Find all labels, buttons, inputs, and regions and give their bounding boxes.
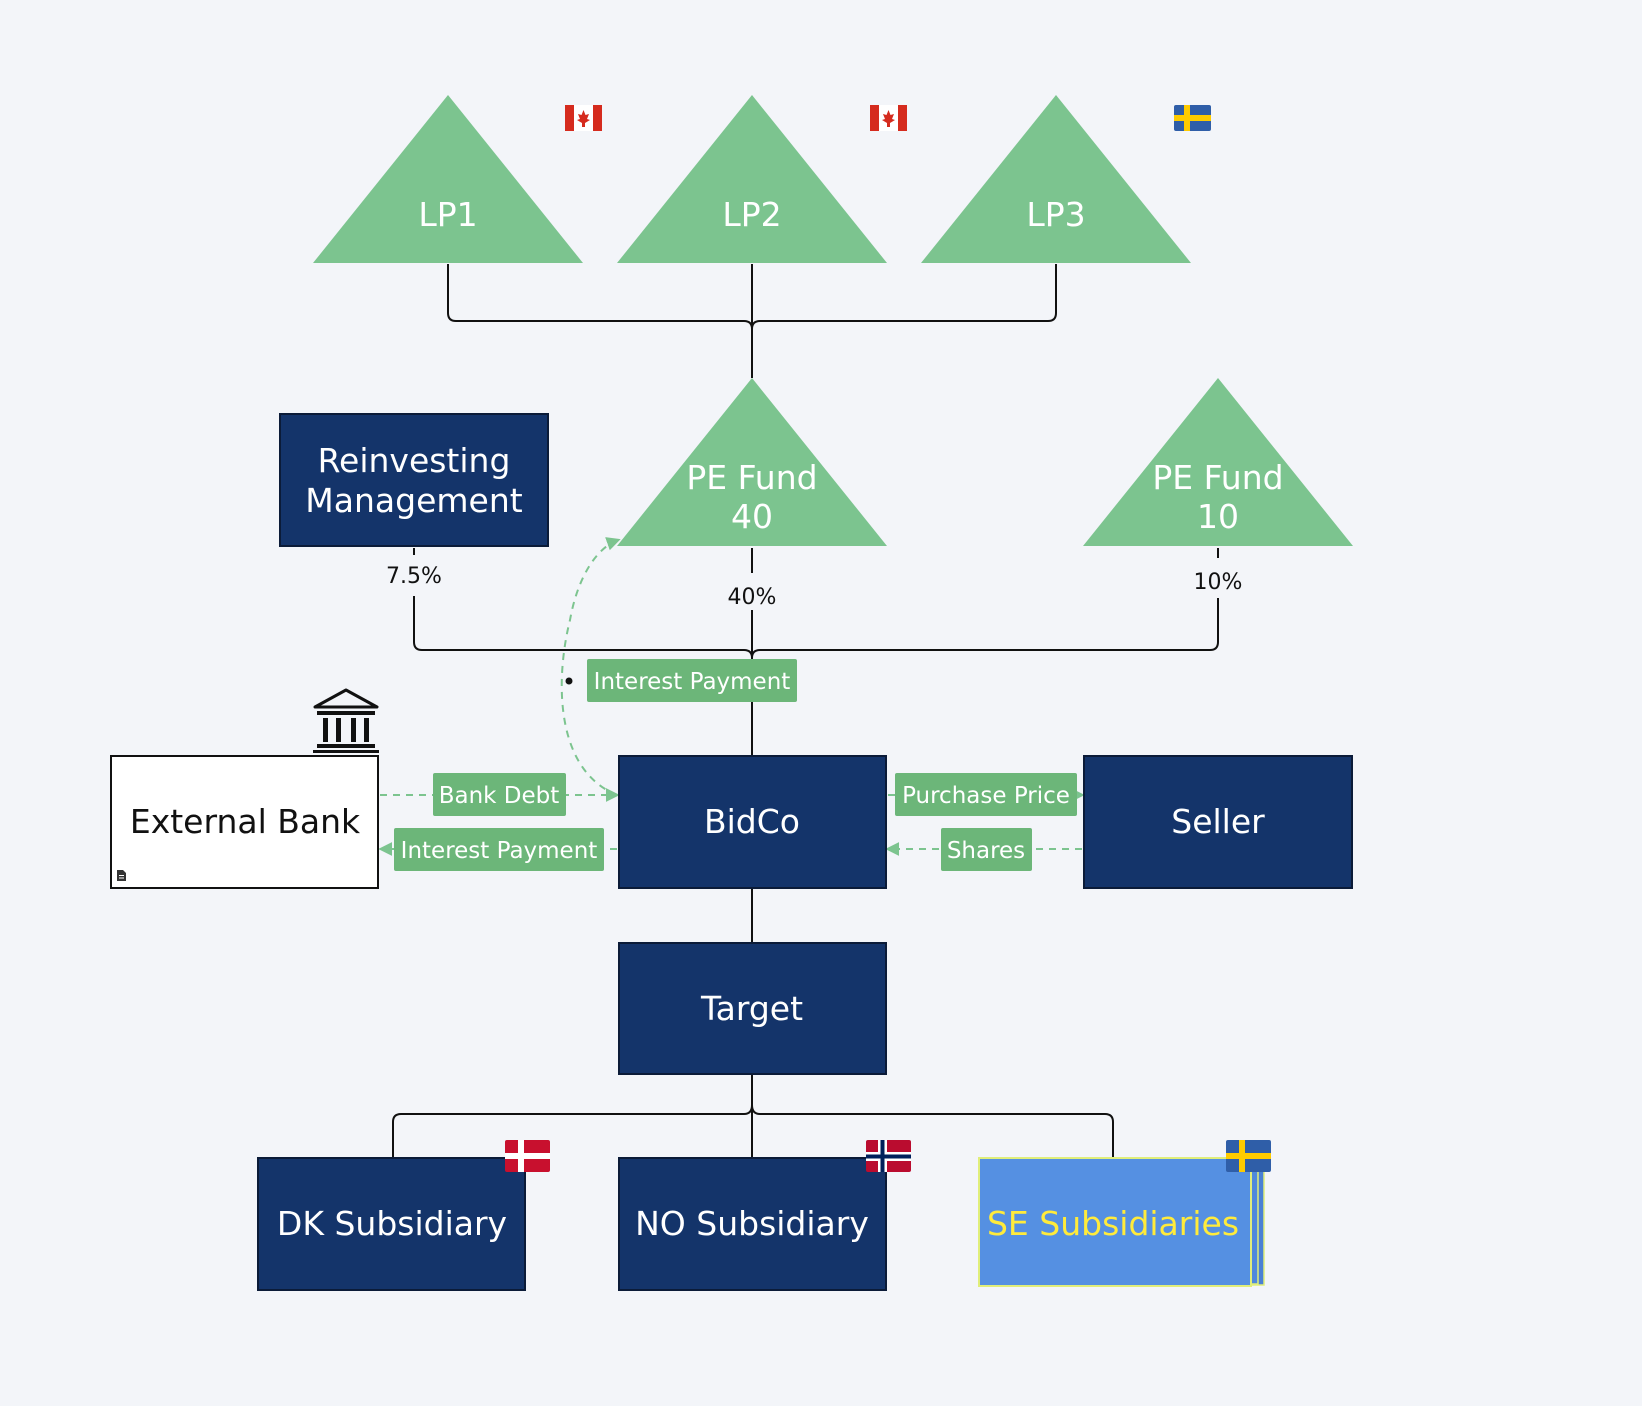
lp1-node[interactable]: LP1	[313, 95, 583, 263]
bank-icon	[313, 688, 379, 753]
pe-fund-10-node[interactable]: PE Fund 10	[1083, 378, 1353, 546]
reinvesting-management-node[interactable]: Reinvesting Management	[279, 413, 549, 547]
bank-debt-tag[interactable]: Bank Debt	[433, 773, 566, 816]
flow-waypoint-dot	[565, 677, 573, 685]
pe-fund-40-label-line2: 40	[731, 497, 773, 536]
external-bank-label: External Bank	[130, 802, 361, 841]
no-subsidiary-label: NO Subsidiary	[635, 1204, 869, 1243]
pe-fund-40-node[interactable]: PE Fund 40	[617, 378, 887, 546]
norway-flag-icon	[866, 1140, 911, 1172]
pe-fund-40-ownership-label: 40%	[728, 585, 777, 610]
dk-subsidiary-label: DK Subsidiary	[277, 1204, 507, 1243]
denmark-flag-icon	[505, 1140, 550, 1172]
interest-payment-tag[interactable]: Interest Payment	[587, 659, 797, 702]
lp2-node[interactable]: LP2	[617, 95, 887, 263]
purchase-price-tag-label: Purchase Price	[902, 783, 1070, 809]
pe-fund-10-label-line2: 10	[1197, 497, 1239, 536]
dk-subsidiary-node[interactable]: DK Subsidiary	[257, 1157, 526, 1291]
shares-tag-label: Shares	[947, 838, 1025, 864]
sweden-flag-icon	[1174, 105, 1211, 131]
pe-fund-10-ownership-label: 10%	[1194, 570, 1243, 595]
purchase-price-tag[interactable]: Purchase Price	[895, 773, 1077, 816]
pe-fund-10-label-line1: PE Fund	[1152, 458, 1283, 497]
no-subsidiary-node[interactable]: NO Subsidiary	[618, 1157, 887, 1291]
canada-flag-icon	[565, 105, 602, 131]
note-icon[interactable]	[117, 870, 126, 881]
shares-tag[interactable]: Shares	[941, 828, 1032, 871]
se-subsidiaries-node[interactable]: SE Subsidiaries	[978, 1157, 1265, 1287]
management-ownership-label: 7.5%	[386, 564, 442, 589]
pe-fund-40-label-line1: PE Fund	[686, 458, 817, 497]
target-node[interactable]: Target	[618, 942, 887, 1075]
interest-payment-to-fund-arrow	[560, 537, 621, 796]
lp1-label: LP1	[418, 195, 477, 234]
lp3-node[interactable]: LP3	[921, 95, 1191, 263]
external-bank-node[interactable]: External Bank	[110, 755, 379, 889]
subsidiary-connectors	[392, 1075, 1114, 1157]
lp-connectors	[447, 264, 1057, 378]
fund-connectors	[413, 548, 1219, 755]
interest-payment-bank-tag[interactable]: Interest Payment	[394, 828, 604, 871]
lp2-label: LP2	[722, 195, 781, 234]
bank-debt-tag-label: Bank Debt	[439, 783, 560, 809]
lp3-label: LP3	[1026, 195, 1085, 234]
sweden-flag-icon	[1226, 1140, 1271, 1172]
canada-flag-icon	[870, 105, 907, 131]
se-subsidiaries-label: SE Subsidiaries	[987, 1204, 1239, 1243]
interest-payment-tag-label: Interest Payment	[594, 669, 791, 695]
seller-node[interactable]: Seller	[1083, 755, 1353, 889]
management-label-line2: Management	[305, 481, 522, 520]
bidco-label: BidCo	[704, 802, 800, 841]
management-label-line1: Reinvesting	[318, 441, 511, 480]
bidco-node[interactable]: BidCo	[618, 755, 887, 889]
interest-payment-bank-tag-label: Interest Payment	[401, 838, 598, 864]
seller-label: Seller	[1171, 802, 1265, 841]
target-label: Target	[700, 989, 803, 1028]
